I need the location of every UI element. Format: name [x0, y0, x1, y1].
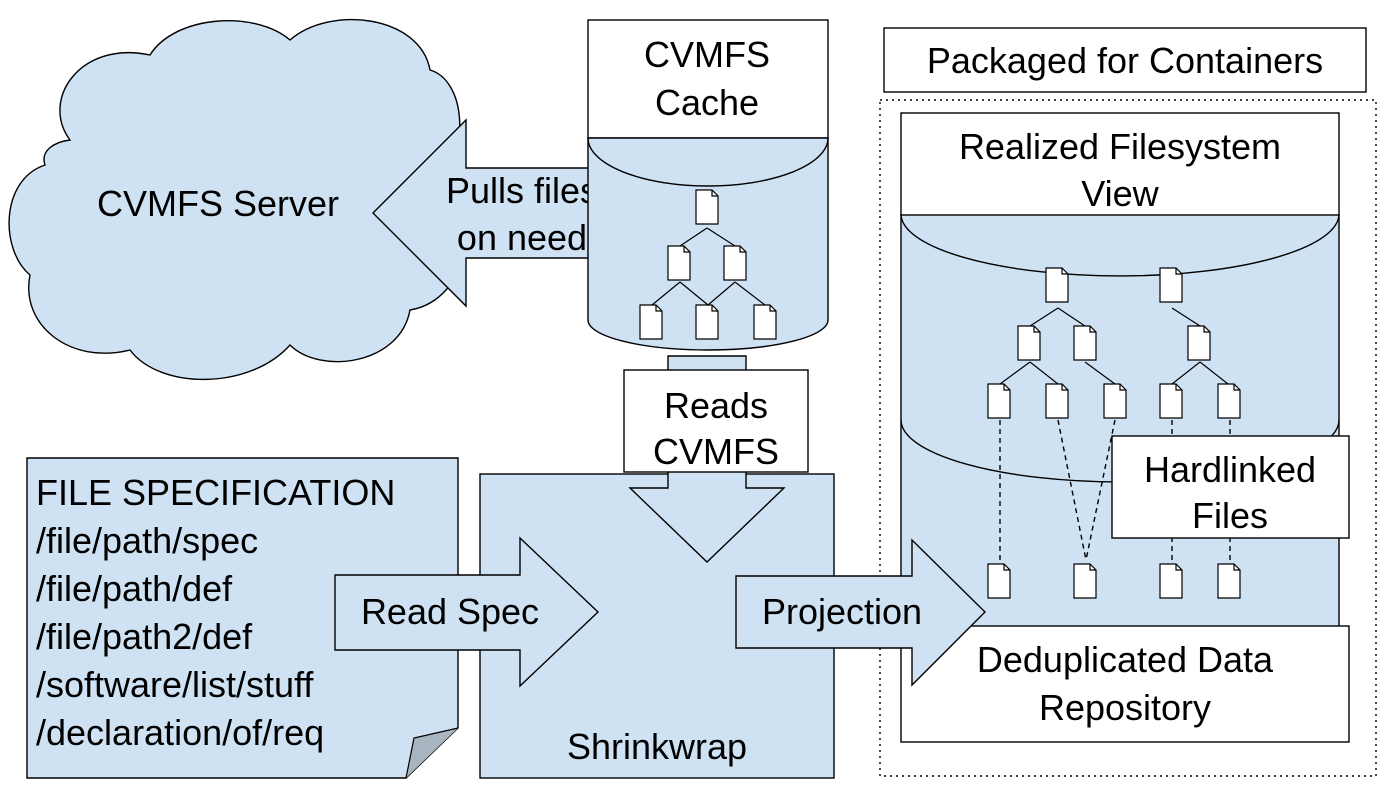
packaged-containers: Packaged for Containers: [879, 27, 1377, 777]
dedup-line2: Repository: [1039, 687, 1211, 728]
realized-filesystem: Realized Filesystem View: [900, 112, 1340, 634]
file-icon: [723, 245, 747, 281]
dedup-line1: Deduplicated Data: [977, 639, 1274, 680]
shrinkwrap-label: Shrinkwrap: [567, 726, 747, 767]
cache-label-box: [587, 19, 829, 139]
file-icon: [1187, 325, 1211, 361]
spec-line: /file/path2/def: [36, 616, 253, 657]
realized-line1: Realized Filesystem: [959, 126, 1281, 167]
cache-line1: CVMFS: [644, 34, 770, 75]
file-icon: [1045, 383, 1069, 419]
file-icon: [1103, 383, 1127, 419]
file-icon: [1073, 563, 1097, 599]
file-icon: [753, 304, 777, 340]
spec-line: /file/path/def: [36, 568, 233, 609]
spec-title: FILE SPECIFICATION: [36, 472, 395, 513]
spec-line: /declaration/of/req: [36, 712, 324, 753]
spec-line: /software/list/stuff: [36, 664, 314, 705]
realized-label-box: [900, 112, 1340, 216]
arrow-icon: [735, 538, 986, 687]
cvmfs-cache: CVMFS Cache: [587, 19, 829, 351]
file-icon: [1159, 383, 1183, 419]
cloud-label: CVMFS Server: [97, 183, 339, 224]
realized-file-tree: [999, 307, 1229, 385]
hardlinked-line1: Hardlinked: [1144, 449, 1316, 490]
read-spec-label: Read Spec: [361, 591, 539, 632]
file-specification-doc: FILE SPECIFICATION /file/path/spec /file…: [26, 457, 459, 779]
projection-label: Projection: [762, 591, 922, 632]
reads-line2: CVMFS: [653, 431, 779, 472]
file-icon: [639, 304, 663, 340]
file-icon: [1217, 383, 1241, 419]
file-icon: [1159, 267, 1183, 303]
pulls-files-line2: on need: [457, 217, 587, 258]
hardlinked-line2: Files: [1192, 495, 1268, 536]
reads-cvmfs-arrow: Reads CVMFS: [623, 355, 809, 563]
file-icon: [695, 189, 719, 225]
packaged-label: Packaged for Containers: [927, 40, 1323, 81]
spec-line: /file/path/spec: [36, 520, 258, 561]
file-icon: [667, 245, 691, 281]
file-icon: [1217, 563, 1241, 599]
realized-line2: View: [1081, 173, 1159, 214]
pulls-files-arrow: Pulls files on need: [372, 118, 627, 308]
packaged-title-box: [883, 27, 1367, 93]
pulls-files-line1: Pulls files: [446, 170, 598, 211]
read-spec-arrow: Read Spec: [334, 536, 600, 688]
reads-line1: Reads: [664, 385, 768, 426]
hardlinked-files-label: Hardlinked Files: [1111, 435, 1350, 539]
cloud-icon: [8, 18, 467, 381]
file-icon: [1159, 563, 1183, 599]
file-icon: [1017, 325, 1041, 361]
cache-line2: Cache: [655, 82, 759, 123]
projection-arrow: Projection: [735, 538, 986, 687]
cache-file-tree: [651, 227, 766, 306]
file-icon: [1073, 325, 1097, 361]
cylinder-icon: [587, 137, 829, 351]
file-icon: [987, 563, 1011, 599]
dedup-repository: Deduplicated Data Repository: [900, 625, 1350, 743]
file-icon: [1045, 267, 1069, 303]
cvmfs-server-cloud: CVMFS Server: [8, 18, 467, 381]
packaged-boundary: [879, 99, 1377, 777]
file-icon: [695, 304, 719, 340]
file-icon: [987, 383, 1011, 419]
arrow-icon: [334, 536, 600, 688]
